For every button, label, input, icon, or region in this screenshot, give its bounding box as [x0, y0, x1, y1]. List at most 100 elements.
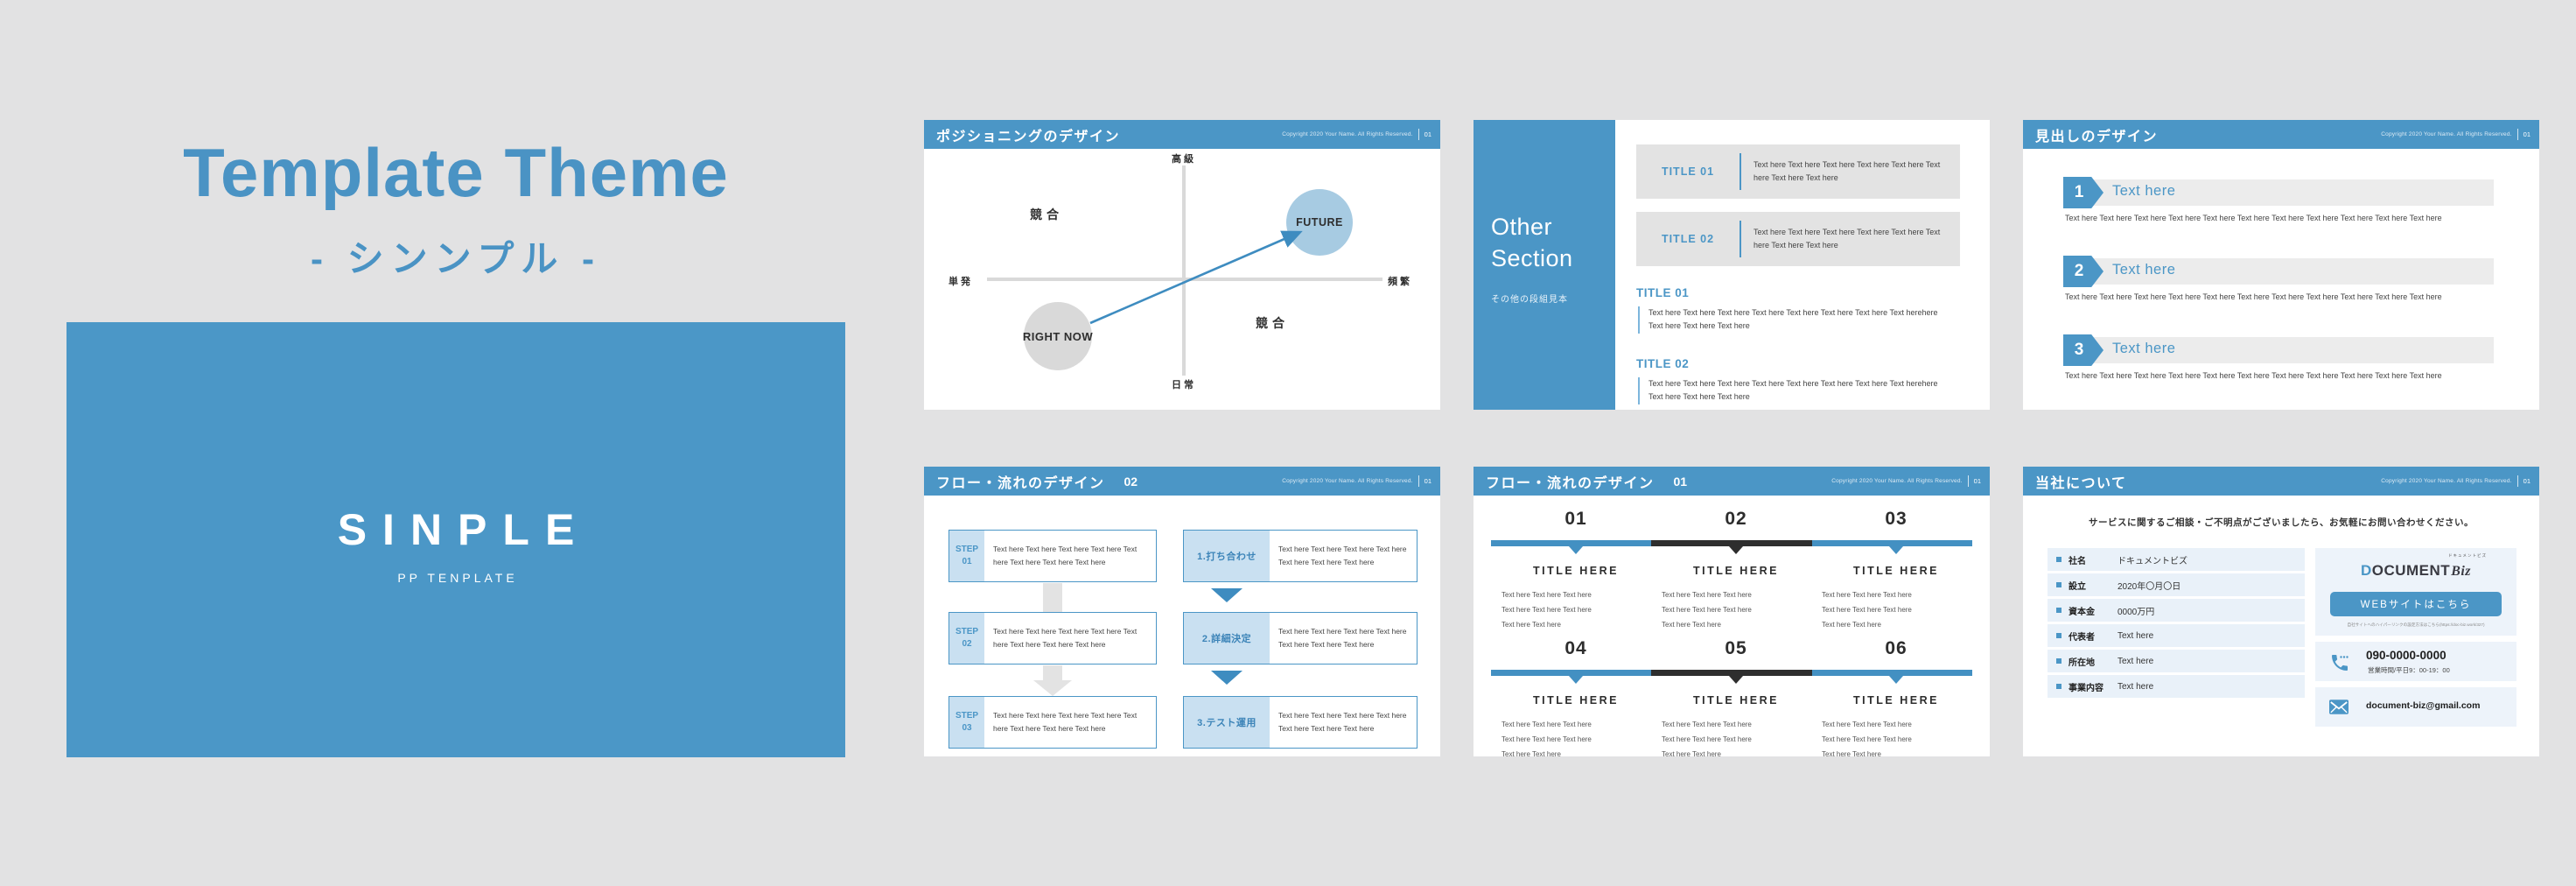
flow-body: Text here Text here Text here Text here … — [1278, 711, 1407, 733]
content-paragraph: Text here Text here Text here Text here … — [1638, 377, 1951, 404]
flow-text-line: Text here Text here Text here — [1822, 606, 1912, 615]
down-triangle-icon — [1211, 588, 1242, 602]
company-row: 社名 ドキュメントビズ — [2048, 548, 2305, 571]
quadrant-label-top-left: 競合 — [1030, 207, 1063, 222]
flow-title: TITLE HERE — [1693, 694, 1779, 707]
row-value: Text here — [2118, 630, 2154, 641]
flow-text-line: Text here Text here — [1822, 750, 1881, 759]
flow-number: 03 — [1885, 509, 1908, 529]
down-triangle-icon — [1889, 676, 1903, 684]
logo-d: D — [2360, 562, 2372, 579]
slide-flow-01[interactable]: フロー・流れのデザイン 01 Copyright 2020 Your Name.… — [1474, 467, 1990, 758]
page-number: 01 — [2523, 477, 2530, 485]
row-label: 代表者 — [2068, 632, 2095, 643]
section-subtitle: その他の段組見本 — [1491, 295, 1568, 305]
down-triangle-icon — [1211, 671, 1242, 685]
slide-company[interactable]: 当社について Copyright 2020 Your Name. All Rig… — [2023, 467, 2539, 756]
flow-label: 1.打ち合わせ — [1184, 531, 1270, 581]
slide-footer-meta: Copyright 2020 Your Name. All Rights Res… — [1282, 129, 1432, 140]
phone-number: 090-0000-0000 — [2366, 649, 2446, 662]
flow-text: Text here Text here Text here Text here … — [1822, 717, 1972, 763]
down-arrow-stem — [1043, 665, 1062, 680]
timeline-segment — [1812, 670, 1972, 676]
phone-card: 090-0000-0000 営業時間/平日9：00-19：00 — [2315, 642, 2516, 681]
company-row: 設立 2020年〇月〇日 — [2048, 573, 2305, 596]
company-logo: DOCUMENTBiz — [2315, 562, 2516, 580]
step-number: 02 — [962, 639, 972, 649]
row-value: 2020年〇月〇日 — [2118, 581, 2181, 592]
flow-text-line: Text here Text here Text here — [1662, 721, 1752, 728]
slide-header: ポジショニングのデザイン Copyright 2020 Your Name. A… — [924, 120, 1440, 149]
flow-text: Text here Text here Text here Text here … — [1662, 587, 1812, 633]
step-body: Text here Text here Text here Text here … — [993, 627, 1138, 649]
step-label: STEP 02 — [949, 613, 984, 664]
flow-text-line: Text here Text here Text here — [1662, 735, 1752, 744]
flow-text: Text here Text here Text here Text here … — [1502, 717, 1652, 763]
flow-text-line: Text here Text here Text here — [1502, 735, 1592, 744]
flow-body: Text here Text here Text here Text here … — [1278, 627, 1407, 649]
axis-label-right: 頻繁 — [1388, 277, 1412, 287]
section-sidebar: Other Section その他の段組見本 — [1474, 120, 1615, 410]
flow-body: Text here Text here Text here Text here … — [1278, 545, 1407, 566]
row-value: 0000万円 — [2118, 607, 2155, 617]
timeline-segment — [1491, 670, 1651, 676]
divider — [1740, 153, 1741, 190]
heading-label: Text here — [2112, 183, 2176, 199]
timeline-segment — [1812, 540, 1972, 546]
bullet-square-icon — [2056, 684, 2062, 689]
flow-title: TITLE HERE — [1693, 565, 1779, 577]
axis-label-top: 高級 — [1172, 154, 1196, 165]
slide-other-section[interactable]: Other Section その他の段組見本 TITLE 01 Text her… — [1474, 120, 1990, 410]
step-box: STEP 01 Text here Text here Text here Te… — [948, 530, 1157, 582]
row-value: Text here — [2118, 656, 2154, 666]
down-arrow-icon — [1033, 680, 1072, 696]
phone-icon — [2332, 655, 2348, 671]
axis-label-bottom: 日常 — [1172, 380, 1196, 390]
section-title: Other Section — [1491, 214, 1573, 272]
step-label: STEP 03 — [949, 697, 984, 748]
website-button[interactable]: WEBサイトはこちら — [2330, 592, 2502, 616]
divider — [2516, 129, 2518, 140]
flow-label: 3.テスト運用 — [1184, 697, 1270, 748]
heading-label: Text here — [2112, 341, 2176, 356]
step-word: STEP — [955, 710, 979, 721]
step-box: STEP 02 Text here Text here Text here Te… — [948, 612, 1157, 664]
divider — [2516, 475, 2518, 487]
content-heading: TITLE 01 — [1636, 286, 1690, 299]
flow-title: TITLE HERE — [1533, 565, 1619, 577]
slide-footer-meta: Copyright 2020 Your Name. All Rights Res… — [1831, 475, 1981, 487]
page-subtitle: - シンンプル - — [310, 238, 602, 279]
heading-label: Text here — [2112, 262, 2176, 278]
bubble-right-now — [1024, 302, 1092, 370]
slide-header: フロー・流れのデザイン 02 Copyright 2020 Your Name.… — [924, 467, 1440, 496]
heading-body: Text here Text here Text here Text here … — [2065, 214, 2442, 222]
flow-box: 3.テスト運用 Text here Text here Text here Te… — [1183, 696, 1418, 749]
step-number: 03 — [962, 723, 972, 733]
slide-header: フロー・流れのデザイン 01 Copyright 2020 Your Name.… — [1474, 467, 1990, 496]
row-value: Text here — [2118, 681, 2154, 692]
row-label: 社名 — [2068, 556, 2086, 566]
company-row: 所在地 Text here — [2048, 650, 2305, 672]
flow-text-line: Text here Text here — [1662, 750, 1721, 759]
step-body: Text here Text here Text here Text here … — [993, 545, 1138, 566]
phone-hours: 営業時間/平日9：00-19：00 — [2368, 666, 2450, 674]
heading-bar — [2063, 337, 2494, 363]
flow-text: Text here Text here Text here Text here … — [1662, 717, 1812, 763]
cover-subtitle: PP TENPLATE — [397, 571, 518, 585]
flow-number: 04 — [1564, 638, 1587, 658]
chart-horizontal-axis — [987, 278, 1382, 281]
copyright-text: Copyright 2020 Your Name. All Rights Res… — [1831, 478, 1963, 484]
slide-headings[interactable]: 見出しのデザイン Copyright 2020 Your Name. All R… — [2023, 120, 2539, 410]
bullet-square-icon — [2056, 608, 2062, 613]
divider — [1967, 475, 1969, 487]
flow-text-line: Text here Text here Text here — [1822, 721, 1912, 728]
flow-title: TITLE HERE — [1533, 694, 1619, 707]
slide-positioning[interactable]: ポジショニングのデザイン Copyright 2020 Your Name. A… — [924, 120, 1440, 410]
slide-flow-02[interactable]: フロー・流れのデザイン 02 Copyright 2020 Your Name.… — [924, 467, 1440, 756]
row-label: 所在地 — [2068, 657, 2095, 668]
slide-title: 当社について — [2035, 475, 2127, 491]
row-label: 資本金 — [2068, 607, 2095, 617]
page-number: 01 — [1424, 477, 1432, 485]
website-note: 自社サイトへのハイパーリンクの設定方法はこちら(https://doc-biz.… — [2347, 622, 2485, 627]
